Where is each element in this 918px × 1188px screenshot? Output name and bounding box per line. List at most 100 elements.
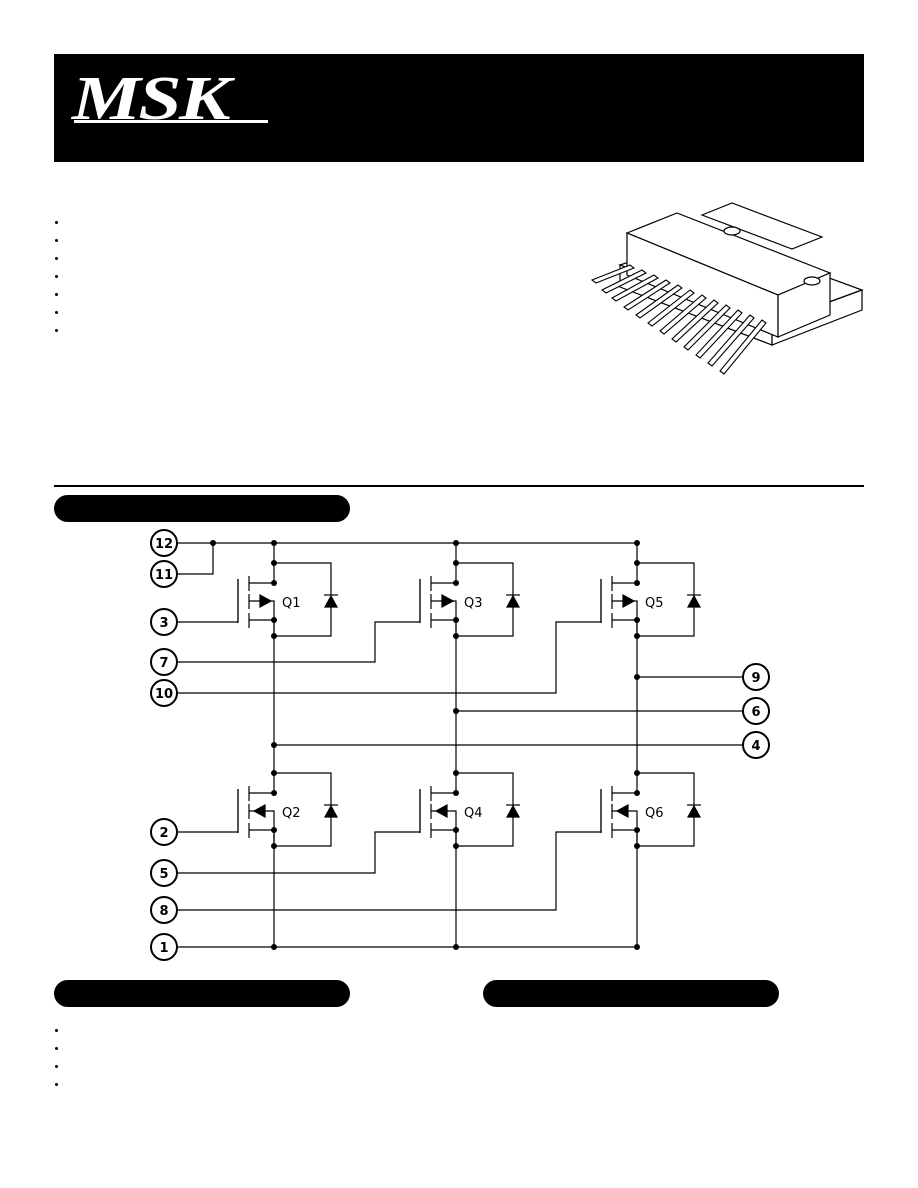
diode-symbol — [323, 594, 339, 608]
pin-circle — [150, 859, 178, 887]
wire — [249, 810, 275, 846]
pin-circle — [150, 933, 178, 961]
wire — [612, 619, 638, 636]
pin-label: 7 — [159, 656, 168, 671]
wire — [178, 543, 214, 575]
mosfet-arrow — [434, 803, 448, 819]
bullet-icon — [55, 293, 58, 296]
wire — [178, 579, 239, 623]
junction-dot — [634, 770, 640, 776]
pin-circle — [742, 697, 770, 725]
pin-circle — [150, 529, 178, 557]
junction-dot — [634, 790, 640, 796]
junction-dot — [453, 633, 459, 639]
wire — [178, 579, 602, 694]
junction-dot — [634, 944, 640, 950]
junction-dot — [271, 790, 277, 796]
mosfet-arrow — [441, 593, 455, 609]
transistor-label: Q2 — [282, 806, 301, 821]
mosfet-arrow — [615, 803, 629, 819]
transistor-label: Q4 — [464, 806, 483, 821]
bullet-icon — [55, 1029, 58, 1032]
wire — [431, 810, 457, 846]
wire — [178, 579, 421, 663]
bullet-icon — [55, 257, 58, 260]
wire — [612, 829, 638, 846]
pin-circle — [150, 560, 178, 588]
header-bar: MSK — [54, 54, 864, 162]
pin-label: 3 — [159, 616, 168, 631]
junction-dot — [634, 827, 640, 833]
bullet-icon — [55, 1083, 58, 1086]
junction-dot — [634, 674, 640, 680]
section-rule — [54, 485, 864, 487]
pin-label: 4 — [751, 739, 760, 754]
pin-circle — [742, 663, 770, 691]
junction-dot — [634, 540, 640, 546]
junction-dot — [271, 633, 277, 639]
diode-symbol — [686, 594, 702, 608]
wire — [178, 789, 239, 833]
bullet-icon — [55, 239, 58, 242]
pin-label: 8 — [159, 904, 168, 919]
logo-underline — [74, 120, 268, 123]
junction-dot — [453, 843, 459, 849]
pin-label: 2 — [159, 826, 168, 841]
bullet-icon — [55, 275, 58, 278]
junction-dot — [453, 540, 459, 546]
junction-dot — [634, 617, 640, 623]
junction-dot — [453, 617, 459, 623]
wire — [431, 619, 457, 636]
pin-circle — [150, 679, 178, 707]
wire — [249, 619, 275, 636]
mosfet-arrow — [622, 593, 636, 609]
junction-dot — [271, 617, 277, 623]
wire — [431, 829, 457, 846]
pin-circle — [150, 818, 178, 846]
junction-dot — [453, 770, 459, 776]
pin-label: 10 — [155, 687, 173, 702]
junction-dot — [271, 843, 277, 849]
diode-symbol — [505, 804, 521, 818]
junction-dot — [634, 843, 640, 849]
junction-dot — [453, 944, 459, 950]
junction-dot — [453, 790, 459, 796]
junction-dot — [271, 944, 277, 950]
junction-dot — [453, 827, 459, 833]
transistor-label: Q3 — [464, 596, 483, 611]
pin-circle — [742, 731, 770, 759]
junction-dot — [453, 560, 459, 566]
junction-dot — [453, 580, 459, 586]
diode-symbol — [505, 594, 521, 608]
transistor-label: Q5 — [645, 596, 664, 611]
diode-symbol — [686, 804, 702, 818]
pin-label: 11 — [155, 568, 173, 583]
section-header-pill — [54, 495, 350, 522]
pin-label: 5 — [159, 867, 168, 882]
bullet-icon — [55, 329, 58, 332]
pin-circle — [150, 608, 178, 636]
junction-dot — [634, 633, 640, 639]
diode-symbol — [323, 804, 339, 818]
pin-label: 9 — [751, 671, 760, 686]
junction-dot — [271, 742, 277, 748]
junction-dot — [271, 580, 277, 586]
wire — [612, 810, 638, 846]
section-header-pill — [483, 980, 779, 1007]
wire — [249, 829, 275, 846]
junction-dot — [453, 708, 459, 714]
junction-dot — [271, 827, 277, 833]
junction-dot — [634, 560, 640, 566]
junction-dot — [271, 770, 277, 776]
pin-label: 6 — [751, 705, 760, 720]
section-header-pill — [54, 980, 350, 1007]
bullet-icon — [55, 221, 58, 224]
mosfet-arrow — [252, 803, 266, 819]
pin-circle — [150, 896, 178, 924]
package-illustration — [590, 202, 864, 375]
junction-dot — [271, 560, 277, 566]
feature-bullet-list-2 — [54, 1029, 58, 1101]
bullet-icon — [55, 311, 58, 314]
feature-bullet-list — [54, 221, 58, 347]
